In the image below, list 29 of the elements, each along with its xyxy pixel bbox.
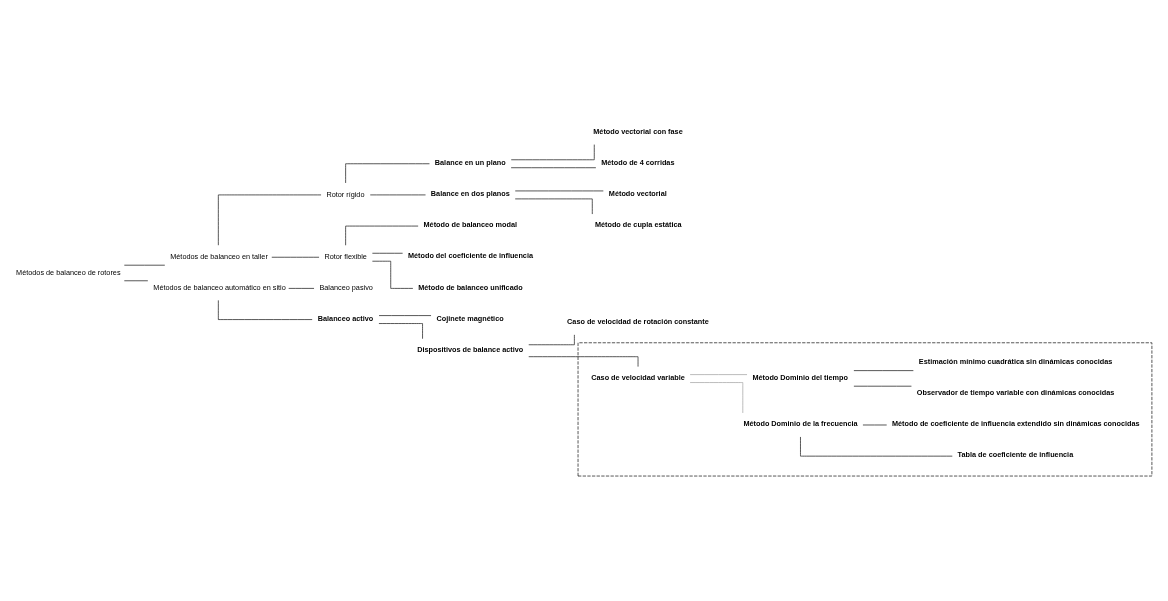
connector (689, 381, 744, 413)
node-text: Método de balanceo unificado (418, 282, 523, 292)
node-text: Balance en dos planos (430, 188, 510, 198)
node-text: Método de coeficiente de influencia extendido sin dinámicas conocidas (891, 418, 1140, 428)
node-text: Método de 4 corridas (601, 157, 675, 167)
connector (689, 373, 748, 375)
node-text: Cojinete magnético (436, 313, 504, 323)
node-text: Dispositivos de balance activo (417, 344, 524, 354)
node-text: Método Dominio de la frecuencia (743, 418, 858, 428)
node-text: Rotor flexible (324, 251, 367, 261)
node-text: Tabla de coeficiente de influencia (957, 449, 1074, 459)
node-text: Estimación mínimo cuadrática sin dinámicas conocidas (918, 356, 1113, 366)
node-text: Caso de velocidad variable (591, 372, 685, 382)
cluster (577, 341, 1153, 476)
node-text: Métodos de balanceo en taller (170, 251, 268, 261)
node-text: Método vectorial (608, 188, 667, 198)
node-text: Método de cupla estática (594, 219, 682, 229)
node-text: Balance en un plano (434, 157, 506, 167)
node-text: Rotor rígido (326, 189, 365, 199)
node-text: Balanceo pasivo (319, 282, 373, 292)
node-text: Observador de tiempo variable con dinámicas conocidas (916, 387, 1115, 397)
node-text: Método Dominio del tiempo (752, 372, 848, 382)
node-text: Método vectorial con fase (593, 126, 683, 136)
node-text: Métodos de balanceo automático en sitio (153, 282, 286, 292)
node-text: Método de balanceo modal (423, 219, 518, 229)
node-text: Caso de velocidad de rotación constante (567, 316, 709, 326)
node-text: Balanceo activo (317, 313, 374, 323)
node-text: Método del coeficiente de influencia (407, 250, 533, 260)
node-text: Métodos de balanceo de rotores (16, 267, 121, 277)
